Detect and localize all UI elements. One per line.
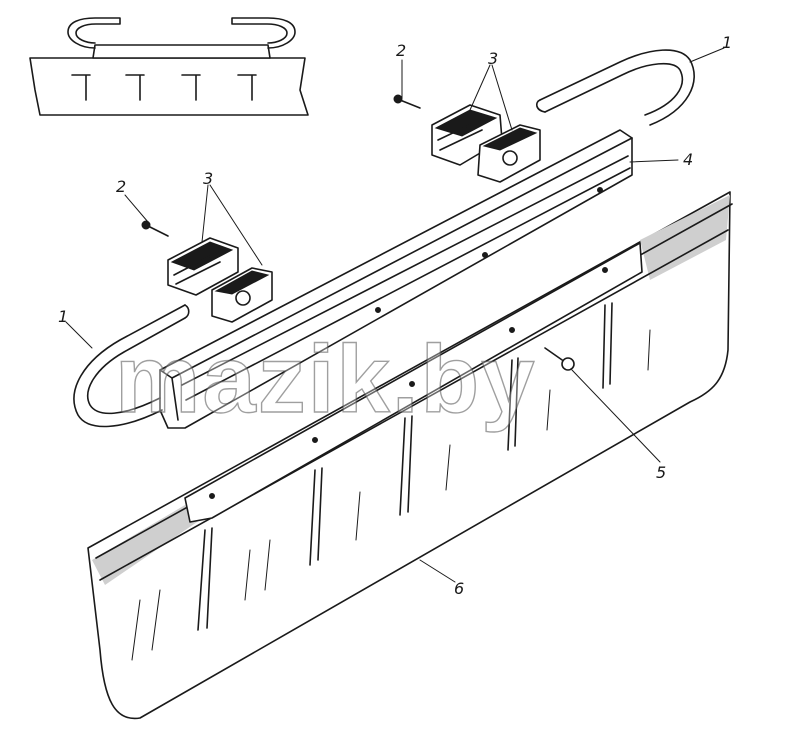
watermark-text: mazik.by	[115, 326, 537, 433]
callout-2-right: 2	[396, 41, 406, 60]
spring-rod-right	[535, 49, 695, 126]
clamp-set-left	[167, 237, 273, 323]
callout-3-left: 3	[203, 169, 213, 188]
screw-left	[141, 220, 169, 237]
callout-5: 5	[656, 463, 666, 482]
leader-lines	[65, 47, 725, 583]
inset-detail	[29, 17, 309, 116]
mudflap-panel	[87, 191, 733, 720]
retainer-bar	[159, 129, 633, 429]
screw-right	[393, 94, 421, 109]
bolt	[544, 347, 575, 371]
callout-1-right: 1	[722, 33, 732, 52]
clamp-set-right	[431, 104, 541, 183]
callout-4: 4	[683, 150, 693, 169]
spring-rod-left	[73, 304, 190, 428]
callout-1-left: 1	[58, 307, 68, 326]
callout-6: 6	[454, 579, 464, 598]
callout-3-right: 3	[488, 49, 498, 68]
callouts: 1 1 2 2 3 3 4 5 6	[58, 33, 732, 598]
callout-2-left: 2	[116, 177, 126, 196]
